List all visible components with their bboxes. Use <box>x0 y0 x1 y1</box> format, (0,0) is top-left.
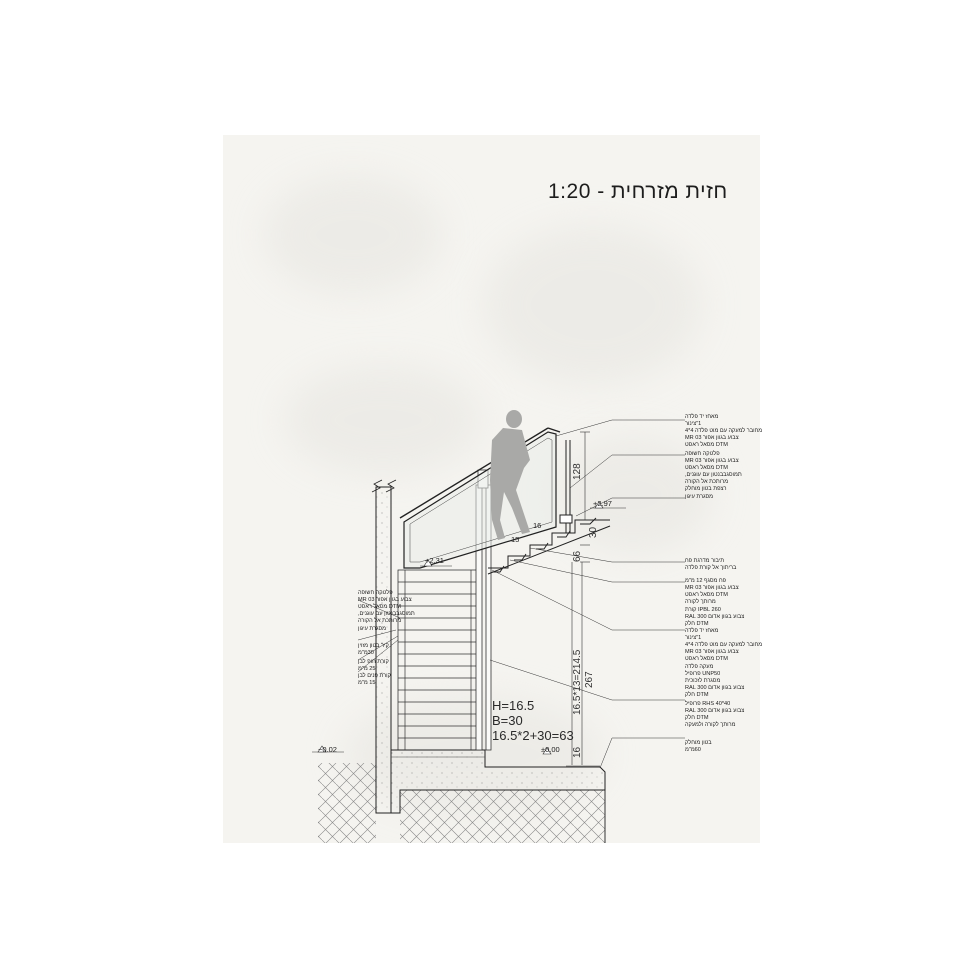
note-r-17: DTM מסאל ראסט <box>685 591 728 598</box>
note-r-16: צבוע בגוון אפור MR 03 <box>685 585 739 591</box>
note-r-12: מסגרת עיגון <box>685 494 713 500</box>
note-r-18: מרותך לקורה <box>685 598 716 605</box>
note-r-34: DTM חלק <box>685 714 709 721</box>
note-r-20: צבוע בגוון אדום RAL 300 <box>685 614 744 620</box>
note-r-19: IPBL 260 קורת <box>685 607 721 613</box>
note-r-30: צבוע בגוון אדום RAL 300 <box>685 685 744 691</box>
calc-line-2: B=30 <box>492 713 523 728</box>
note-l-8: 30מ"מ <box>358 650 374 656</box>
note-l-11: קורת פנים לבן <box>358 672 391 679</box>
note-r-21: DTM חלק <box>685 620 709 627</box>
dim-rise-66: 66 <box>572 550 583 562</box>
note-r-23: 1"צינור <box>685 635 701 641</box>
note-r-35: מרותך לקורה ולמעקה <box>685 721 736 728</box>
upper-steps <box>487 440 611 575</box>
note-r-26: DTM מסאל ראסט <box>685 655 728 662</box>
note-l-12: 15 מ"מ <box>358 680 375 686</box>
note-l-2: צבוע בגוון אפור MR 03 <box>358 597 412 603</box>
note-r-32: RHS 40*40 פרופיל <box>685 700 730 707</box>
calc-line-1: H=16.5 <box>492 698 534 713</box>
note-r-7: צבוע בגוון אפור MR 03 <box>685 458 739 464</box>
note-r-4: צבוע בגוון אפור MR 03 <box>685 435 739 441</box>
note-r-15: פח מסגף 12 מ"מ <box>685 578 727 584</box>
dim-run-vertical: 16.5*13=214.5 <box>572 649 583 715</box>
note-r-14: בריתוך אל קורת פלדה <box>685 564 737 571</box>
note-r-3: מחובר למעקה עם מוט פלדה 4*4 <box>685 427 762 434</box>
leader-lines-left <box>312 599 401 753</box>
note-r-2: 1"צינור <box>685 421 701 427</box>
note-r-25: צבוע בגוון אפור MR 03 <box>685 649 739 655</box>
note-r-1: מאחז יד פלדה <box>685 413 719 420</box>
note-l-4: תמוסגבבנטון עם עוגנים, <box>358 611 415 617</box>
note-r-31: DTM חלק <box>685 691 709 698</box>
note-r-29: מסגרת לזכוכית <box>685 677 720 684</box>
note-r-36: בטון מוחלק <box>685 739 712 746</box>
note-r-33: צבוע בגוון אדום RAL 300 <box>685 708 744 714</box>
note-r-28: UNP50 פרופיל <box>685 670 720 677</box>
note-l-6: מסגרת עיגון <box>358 626 386 632</box>
note-r-11: רצפת בטון מוחלק <box>685 485 727 492</box>
dim-step-15: 15 <box>511 535 519 544</box>
person-silhouette <box>490 410 530 540</box>
level-ground: ±0.00 <box>541 745 560 754</box>
level-markers <box>317 501 604 755</box>
dim-step-16b: 16 <box>533 521 541 530</box>
note-r-27: מעקה פלדה <box>685 663 713 670</box>
floor-slab <box>390 749 606 814</box>
leader-lines-right <box>489 419 685 769</box>
note-r-5: DTM מסאל ראסט <box>685 441 728 448</box>
dim-rail-height: 128 <box>572 463 583 480</box>
earth-fill <box>318 763 606 843</box>
drawing-sheet <box>223 135 760 843</box>
level-top: +2.97 <box>593 499 612 508</box>
dim-total-267: 267 <box>584 671 595 688</box>
note-l-3: DTM מסאל ראסט <box>358 603 401 610</box>
level-mid: +2.31 <box>425 556 444 565</box>
note-r-37: 60מ"מ <box>685 747 701 753</box>
drawing-title: חזית מזרחית - 1:20 <box>548 180 728 203</box>
note-l-1: פלטקה חשופה <box>358 589 393 596</box>
level-outside: −0.02 <box>318 745 337 754</box>
note-r-13: תיבור מדרגת פח <box>685 558 724 564</box>
note-l-5: מרותכת אל הקורה <box>358 617 401 624</box>
note-r-24: מחובר למעקה עם מוט פלדה 4*4 <box>685 641 762 648</box>
note-r-10: מרותכת אל הקורה <box>685 478 728 485</box>
note-r-6: פלטקה חשופה <box>685 450 720 457</box>
note-l-10: 25 מ"מ <box>358 666 375 672</box>
note-r-9: תמוסגבבנטון עם עוגנים, <box>685 472 742 478</box>
note-r-8: DTM מסאל ראסט <box>685 464 728 471</box>
note-l-9: קורת חופ לבן <box>358 658 389 665</box>
note-r-22: מאחז יד פלדה <box>685 627 719 634</box>
dim-rise-30: 30 <box>588 526 599 538</box>
note-l-7: קיר בטון מזוין <box>358 643 389 649</box>
calc-line-3: 16.5*2+30=63 <box>492 728 574 743</box>
glass-railing <box>399 427 561 569</box>
concrete-wall <box>371 479 397 814</box>
dim-step-16a: 16 <box>572 746 583 758</box>
